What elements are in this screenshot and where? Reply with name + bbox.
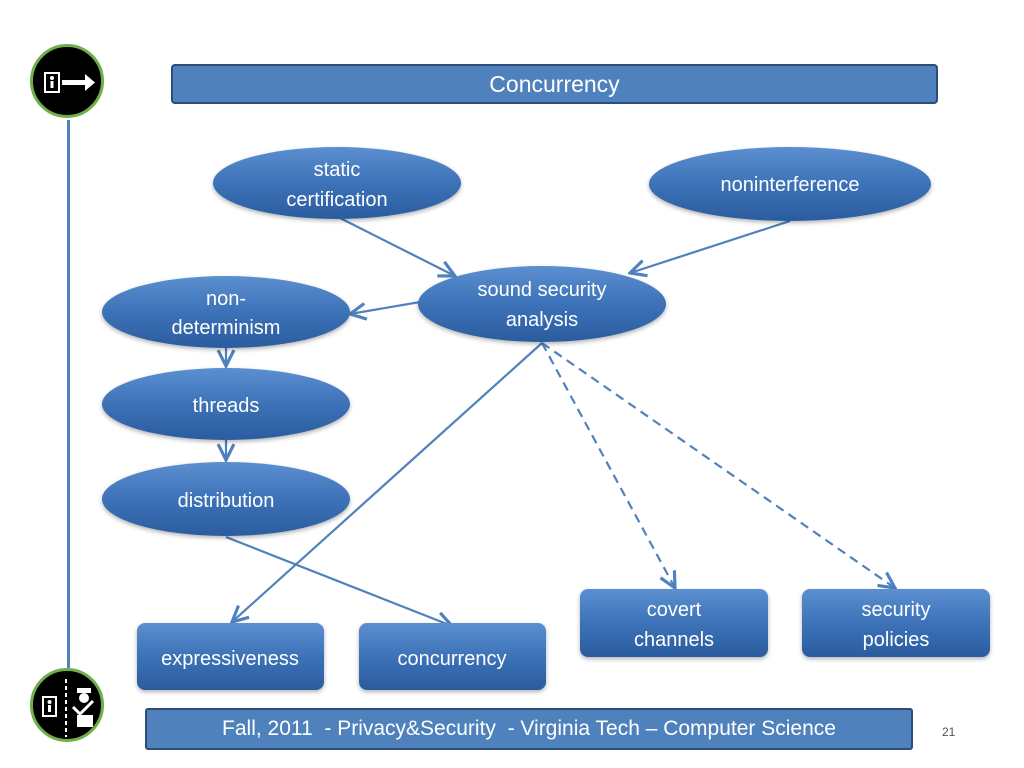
node-sound-security-analysis: sound security analysis xyxy=(418,266,666,342)
edge-sound-to-nondeterminism xyxy=(350,300,421,314)
svg-text:noninterference: noninterference xyxy=(721,174,860,196)
svg-text:static: static xyxy=(314,159,361,181)
svg-text:covert: covert xyxy=(647,599,702,621)
svg-text:distribution: distribution xyxy=(178,490,275,512)
edge-distribution-to-concurrency xyxy=(225,535,452,626)
svg-text:determinism: determinism xyxy=(172,317,281,339)
document-arrow-icon xyxy=(30,44,104,118)
node-security-policies: security policies xyxy=(802,589,990,657)
svg-text:non-: non- xyxy=(206,288,246,310)
edges xyxy=(225,217,895,626)
svg-text:expressiveness: expressiveness xyxy=(161,648,299,670)
svg-text:security: security xyxy=(862,599,931,621)
node-expressiveness: expressiveness xyxy=(137,623,324,690)
node-threads: threads xyxy=(102,368,350,440)
edge-sound-to-security-policies xyxy=(541,342,895,588)
node-non-determinism: non- determinism xyxy=(102,276,350,348)
node-concurrency: concurrency xyxy=(359,623,546,690)
node-distribution: distribution xyxy=(102,462,350,536)
svg-text:threads: threads xyxy=(193,395,260,417)
edge-sound-to-expressiveness xyxy=(232,342,543,622)
node-noninterference: noninterference xyxy=(649,147,931,221)
page-number: 21 xyxy=(942,725,956,739)
edge-sound-to-covert-channels xyxy=(541,342,675,588)
timeline-line xyxy=(67,120,70,668)
footer-bar: Fall, 2011 - Privacy&Security - Virginia… xyxy=(145,708,913,750)
svg-text:sound security: sound security xyxy=(478,279,607,301)
svg-text:policies: policies xyxy=(863,629,930,651)
document-guard-icon xyxy=(30,668,104,742)
svg-text:certification: certification xyxy=(286,189,387,211)
svg-text:channels: channels xyxy=(634,629,714,651)
edge-noninterference-to-sound xyxy=(630,219,791,273)
slide-title: Concurrency xyxy=(171,64,938,104)
edge-static-to-sound xyxy=(339,217,455,276)
node-covert-channels: covert channels xyxy=(580,589,768,657)
node-static-certification: static certification xyxy=(213,147,461,219)
svg-text:concurrency: concurrency xyxy=(398,648,507,670)
svg-text:analysis: analysis xyxy=(506,309,578,331)
